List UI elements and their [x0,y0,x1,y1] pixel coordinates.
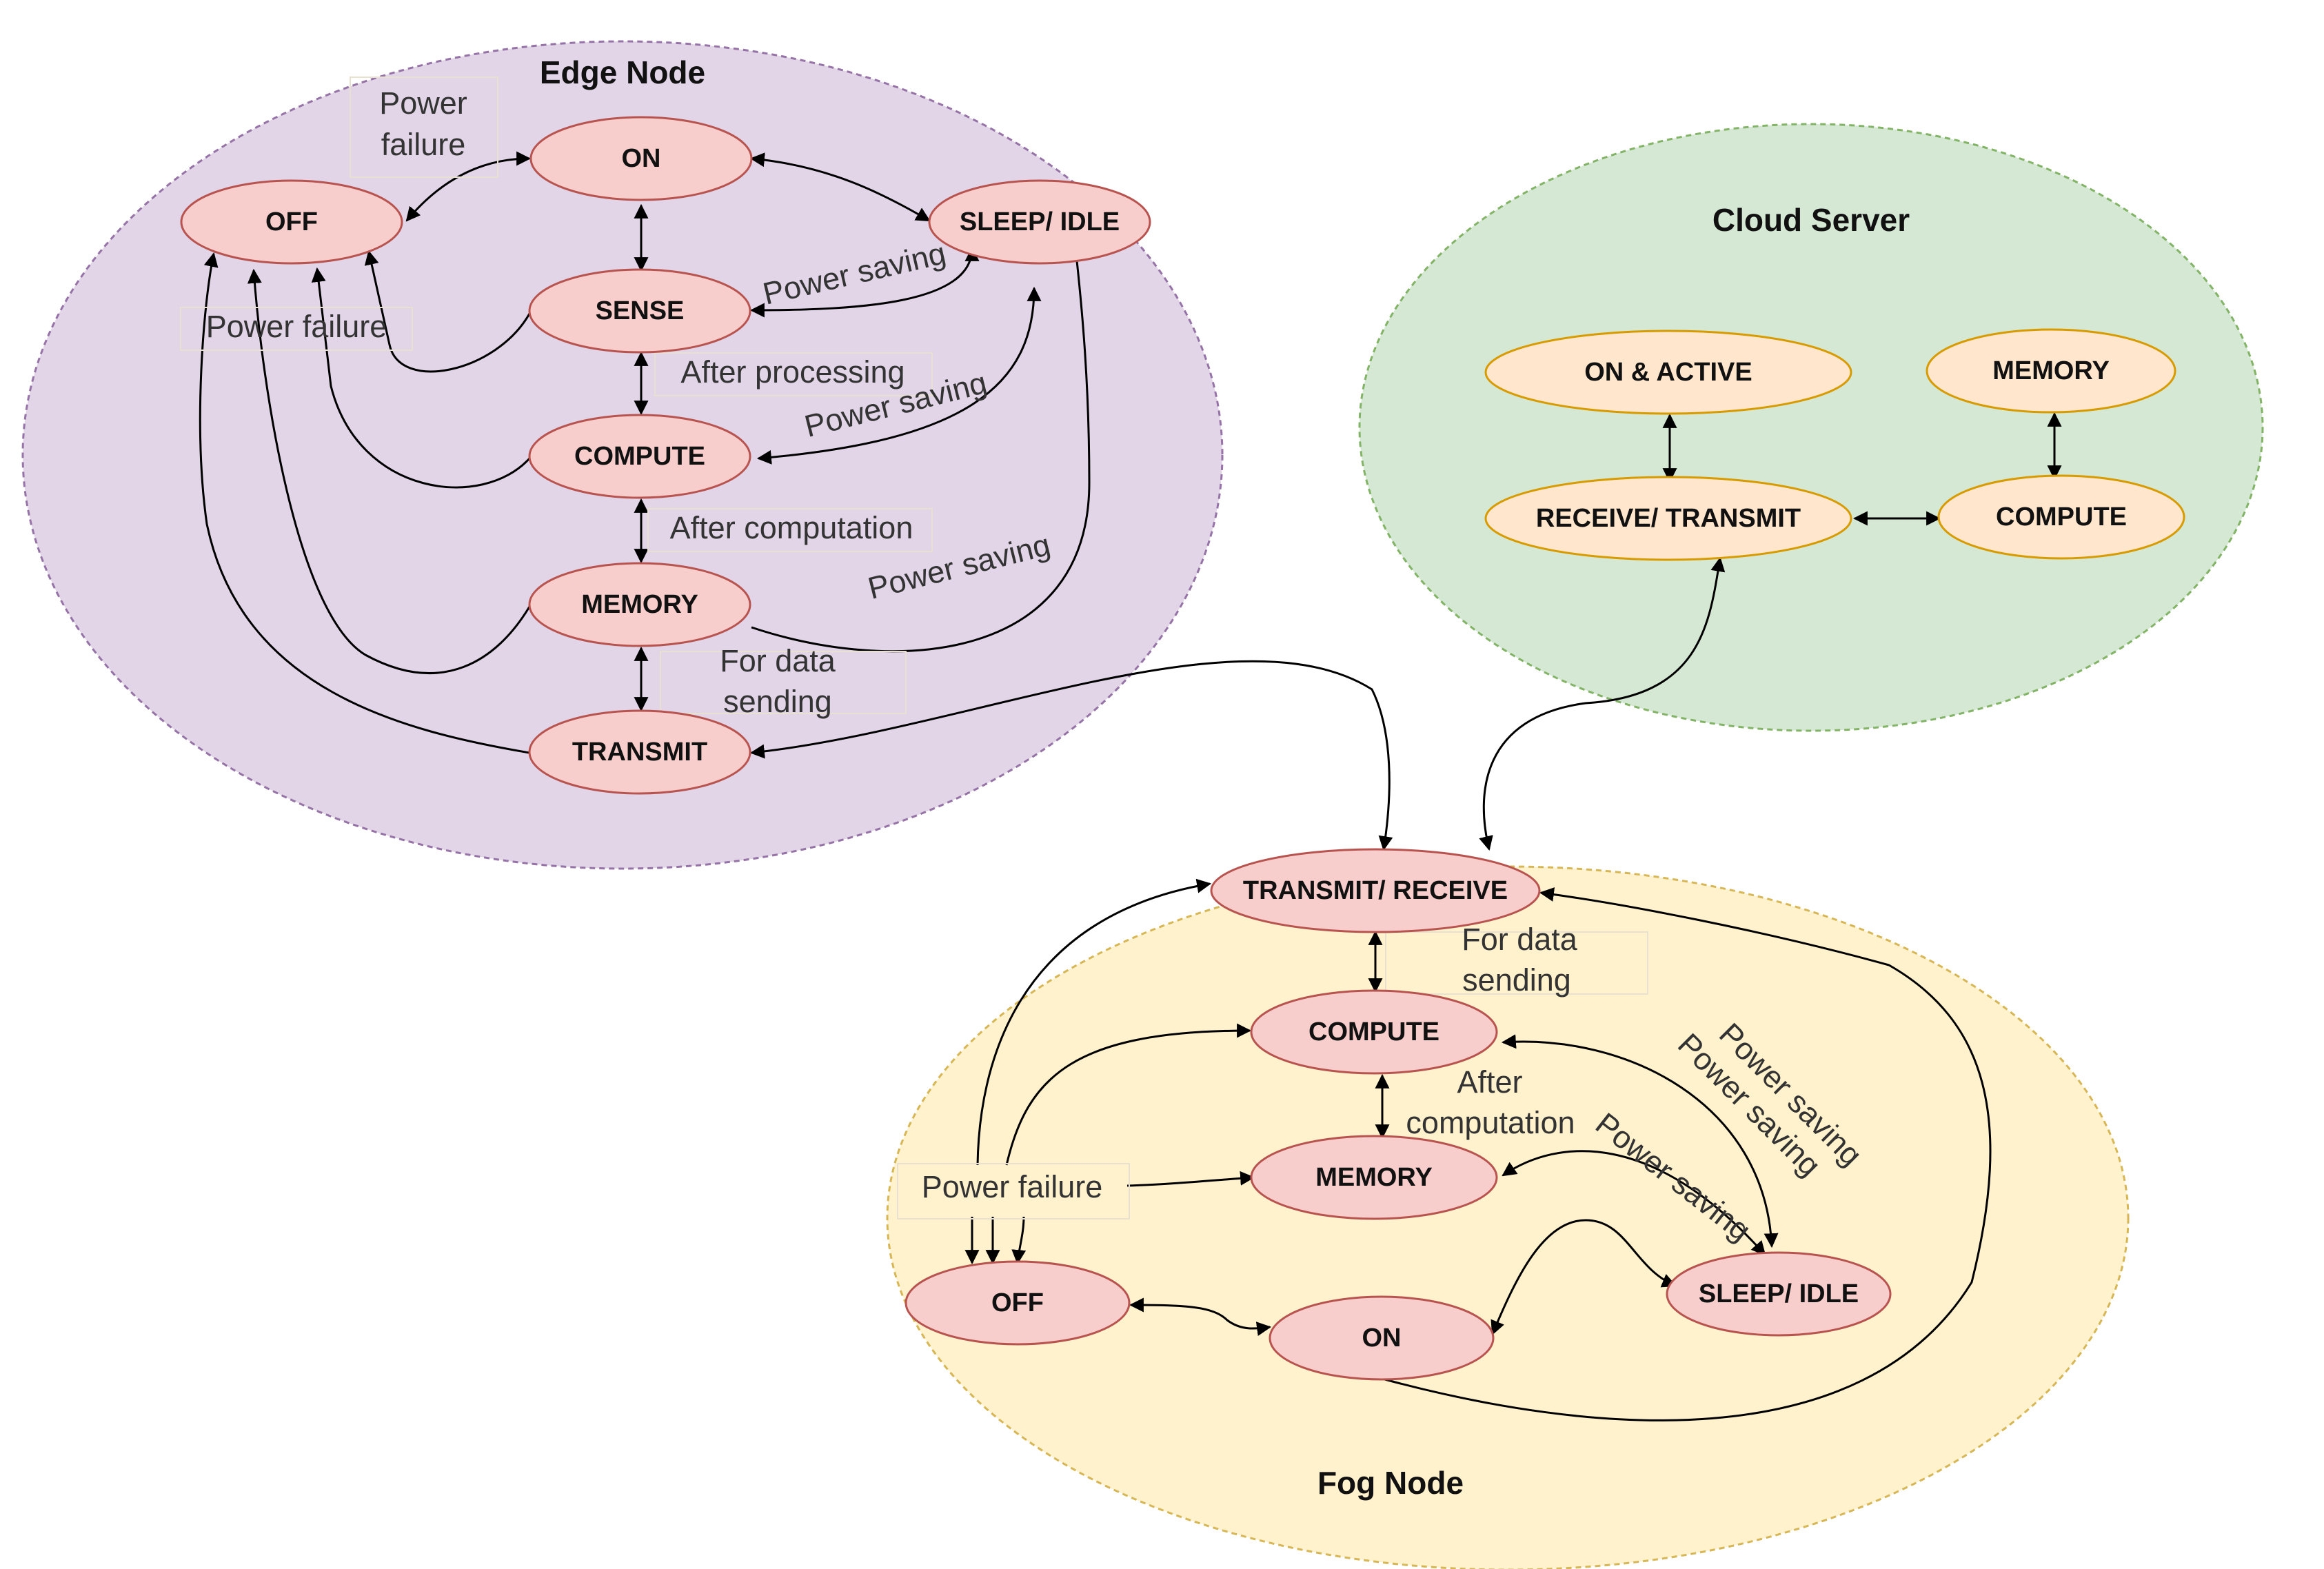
edge-label-sending: sending [723,684,832,719]
label-boxes [180,77,1648,1219]
fog-pf-compute [1005,1023,1252,1166]
fog-state-sleep: SLEEP/ IDLE [1666,1251,1892,1337]
cloud-state-receive-transmit: RECEIVE/ TRANSMIT [1484,476,1852,561]
fog-pf-transmit [976,878,1212,1166]
edge-state-memory: MEMORY [528,562,751,647]
svg-text:COMPUTE: COMPUTE [1996,503,2127,532]
fog-state-memory: MEMORY [1250,1135,1498,1220]
fog-label-for-data: For data [1462,922,1578,957]
svg-text:MEMORY: MEMORY [1992,356,2110,385]
fog-state-compute: COMPUTE [1250,989,1498,1075]
edge-state-sleep: SLEEP/ IDLE [928,179,1151,265]
fog-on-transmit [1382,887,1992,1421]
fog-pf-memory [1126,1171,1255,1187]
cloud-state-memory: MEMORY [1926,328,2176,414]
fog-label-after: After [1457,1064,1522,1100]
edge-on-sleep [749,152,931,222]
edge-state-compute: COMPUTE [528,414,751,499]
edge-compute-sleep [756,286,1042,465]
edge-memory-sleep [751,246,1091,653]
edge-memory-off [247,268,531,674]
svg-text:COMPUTE: COMPUTE [1308,1018,1439,1046]
edge-state-transmit: TRANSMIT [528,709,751,795]
edge-transmit-fog [749,660,1393,851]
svg-text:ON: ON [622,144,661,173]
edge-label-after-processing: After processing [680,354,905,389]
cloud-state-compute: COMPUTE [1937,474,2185,560]
svg-text:TRANSMIT: TRANSMIT [572,738,707,767]
fog-off-on [1129,1297,1272,1336]
fog-state-transmit-receive: TRANSMIT/ RECEIVE [1210,848,1541,933]
edge-state-off: OFF [180,179,403,265]
fog-state-off: OFF [905,1260,1131,1346]
fog-state-on: ON [1269,1295,1495,1381]
edge-label-after-computation: After computation [670,510,913,545]
fog-label-computation: computation [1406,1105,1575,1140]
svg-text:RECEIVE/ TRANSMIT: RECEIVE/ TRANSMIT [1536,504,1801,533]
edges [199,151,2062,1421]
edge-state-on: ON [529,116,753,201]
edge-label-power-failure-top-2: failure [381,127,466,162]
edge-state-sense: SENSE [528,268,751,354]
fog-node-title: Fog Node [1317,1465,1464,1501]
fog-label-power-failure: Power failure [922,1169,1103,1204]
svg-text:COMPUTE: COMPUTE [574,442,705,471]
cloud-state-on-active: ON & ACTIVE [1484,330,1852,415]
svg-text:MEMORY: MEMORY [581,590,698,619]
svg-text:SLEEP/ IDLE: SLEEP/ IDLE [960,207,1120,236]
states: ON OFF SLEEP/ IDLE SENSE COMPUTE MEMORY … [180,116,2185,1381]
edge-node-title: Edge Node [540,54,705,90]
edge-label-power-failure-left: Power failure [206,309,387,344]
edge-label-for-data: For data [720,643,836,678]
svg-text:TRANSMIT/ RECEIVE: TRANSMIT/ RECEIVE [1243,876,1508,905]
fog-pf-off-3 [1011,1216,1027,1265]
cloud-fog-link [1479,556,1726,851]
svg-text:OFF: OFF [991,1288,1044,1317]
edge-compute-off [311,267,531,489]
svg-text:SLEEP/ IDLE: SLEEP/ IDLE [1699,1279,1859,1308]
svg-text:SENSE: SENSE [596,296,685,325]
edge-sense-off [364,250,531,373]
fog-compute-sleep [1501,1034,1779,1248]
svg-text:ON & ACTIVE: ON & ACTIVE [1584,358,1752,387]
edge-label-power-failure-top: Power [379,85,467,121]
edge-on-off [405,151,532,222]
edge-transmit-off [199,252,530,754]
cloud-server-title: Cloud Server [1712,202,1910,238]
fog-label-sending: sending [1462,962,1571,998]
svg-text:MEMORY: MEMORY [1315,1163,1433,1192]
svg-text:OFF: OFF [265,207,318,236]
svg-text:ON: ON [1362,1324,1402,1353]
